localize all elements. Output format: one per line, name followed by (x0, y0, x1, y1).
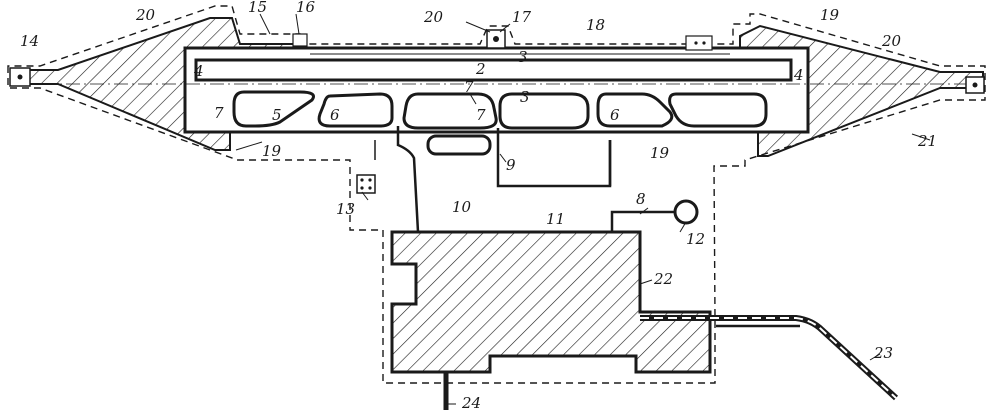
marker-13-dot (360, 178, 364, 182)
leader-23 (869, 353, 881, 361)
pods-group (232, 90, 768, 156)
label-22: 22 (653, 270, 673, 288)
pipe-left (396, 126, 420, 233)
marker-13-dot (368, 178, 372, 182)
label-17: 17 (512, 8, 532, 26)
leader-13 (361, 191, 369, 201)
marker-top-right-dot (702, 41, 706, 45)
label-19-right: 19 (650, 144, 670, 162)
label-11: 11 (546, 210, 565, 228)
label-12: 12 (686, 230, 705, 248)
marker-top-right-dot (694, 41, 698, 45)
marker-13 (356, 174, 376, 194)
label-7-left: 7 (214, 104, 224, 122)
label-13: 13 (336, 200, 355, 218)
label-4-right: 4 (793, 66, 804, 84)
label-8: 8 (636, 190, 646, 208)
label-15: 15 (248, 0, 267, 16)
building-11-hatched (390, 230, 712, 374)
marker-13-dot (360, 186, 364, 190)
leader-17 (499, 23, 511, 33)
pod-right (668, 92, 768, 128)
leader-lines (235, 13, 931, 405)
label-7-centre: 7 (476, 106, 486, 124)
pipes-group (374, 126, 676, 233)
marker-17-dot (493, 36, 499, 42)
corridor-2 (194, 58, 793, 82)
pod-9 (426, 134, 492, 156)
left-end-dot (17, 74, 23, 80)
label-18: 18 (586, 16, 605, 34)
boundary-dashed-line (7, 5, 986, 384)
label-group: 14 20 15 16 20 17 18 19 20 4 4 2 3 3 7 5… (20, 0, 937, 410)
label-5: 5 (272, 106, 282, 124)
label-20-top: 20 (423, 8, 444, 26)
leader-15 (259, 13, 271, 35)
leader-22 (639, 279, 653, 285)
label-20-left: 20 (135, 6, 156, 24)
pod-7-centre (402, 92, 498, 130)
label-19-top-right: 19 (820, 6, 840, 24)
label-9: 9 (506, 156, 516, 174)
label-21: 21 (917, 132, 937, 150)
pod-5 (232, 90, 315, 128)
pod-6-right (596, 92, 674, 128)
label-3-top: 3 (518, 48, 528, 66)
leader-16 (295, 13, 300, 35)
pod-3 (498, 92, 590, 130)
marker-16 (292, 33, 308, 47)
label-2: 2 (475, 60, 486, 78)
leader-20-top (465, 21, 491, 33)
marker-top-right (685, 35, 713, 51)
leader-21 (911, 133, 931, 141)
right-end-dot (972, 82, 978, 88)
label-10: 10 (452, 198, 472, 216)
leader-8 (639, 207, 649, 215)
pod-6-left (317, 92, 394, 128)
leader-19-left (235, 141, 263, 151)
label-24: 24 (461, 394, 481, 410)
pipe-8 (610, 210, 676, 232)
label-14: 14 (20, 32, 39, 50)
railway-track-inner (640, 317, 897, 399)
label-6-right: 6 (610, 106, 620, 124)
leader-12 (679, 221, 687, 233)
leader-7 (469, 93, 477, 105)
marker-13-dot (368, 186, 372, 190)
tank-12 (673, 199, 699, 225)
label-23: 23 (873, 344, 893, 362)
leader-9 (499, 153, 507, 163)
label-20-right: 20 (881, 32, 902, 50)
label-16: 16 (296, 0, 316, 16)
label-19-left: 19 (262, 142, 282, 160)
label-6-left: 6 (330, 106, 340, 124)
label-3-pod: 3 (520, 88, 530, 106)
label-4-left: 4 (193, 62, 204, 80)
label-7-top: 7 (464, 78, 474, 96)
